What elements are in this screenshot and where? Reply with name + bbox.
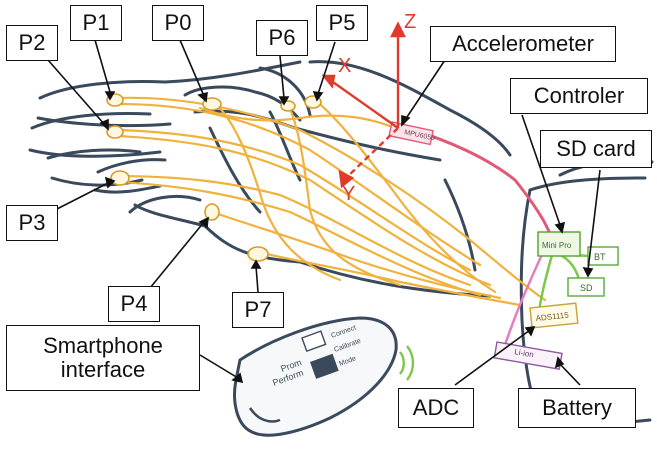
label-p4: P4 (108, 286, 160, 322)
electronics: Mini Pro BT SD ADS1115 Li-ion (494, 232, 618, 369)
label-p1: P1 (70, 5, 122, 41)
bt-chip-label: BT (594, 252, 606, 262)
label-adc: ADC (398, 388, 474, 428)
controller-chip-label: Mini Pro (542, 241, 572, 250)
label-controller: Controler (510, 78, 648, 114)
accelerometer-cable (405, 128, 552, 240)
label-p5: P5 (316, 5, 368, 41)
pad-p2 (107, 126, 123, 138)
label-smartphone-interface: Smartphone interface (6, 325, 200, 391)
sd-chip-label: SD (580, 283, 593, 293)
label-p0: P0 (152, 5, 204, 41)
axes (324, 24, 404, 186)
axis-x-label: X (338, 55, 351, 77)
label-p6: P6 (256, 20, 308, 56)
label-smartphone-line-2: interface (61, 358, 145, 382)
label-sd-card: SD card (540, 130, 652, 168)
label-p3: P3 (6, 205, 58, 241)
label-smartphone-line-1: Smartphone (43, 334, 163, 358)
label-accelerometer: Accelerometer (430, 26, 616, 62)
label-battery: Battery (518, 388, 636, 428)
pad-p7 (248, 247, 268, 261)
smartphone-sketch: Prom Perform Connect Calibrate Mode (235, 318, 413, 435)
label-p7: P7 (232, 292, 284, 328)
axis-z-label: Z (404, 11, 416, 33)
axis-y-label: Y (342, 183, 355, 205)
pad-p3 (111, 171, 129, 185)
label-p2: P2 (6, 25, 58, 61)
wireless-icon (400, 346, 413, 380)
